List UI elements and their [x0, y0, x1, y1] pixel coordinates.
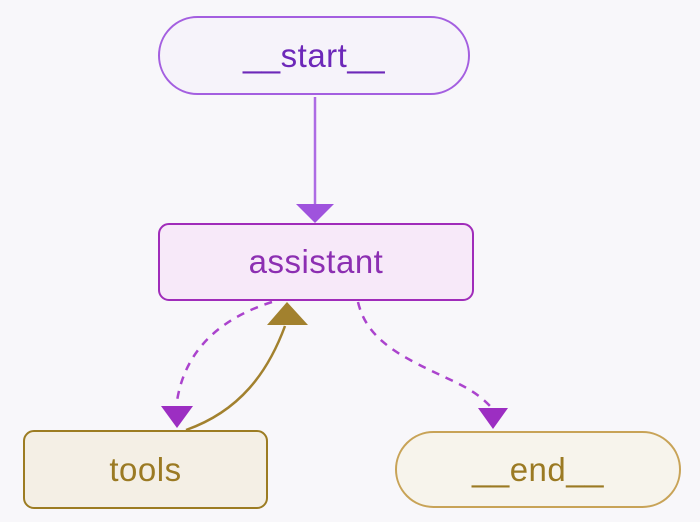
node-assistant-label: assistant — [248, 243, 384, 280]
arrowhead-assistant-end — [478, 408, 508, 429]
node-assistant: assistant — [158, 223, 474, 301]
arrowhead-tools-assistant — [267, 302, 308, 325]
arrowhead-start-assistant — [296, 204, 334, 223]
node-start-label: __start__ — [242, 36, 386, 74]
edge-tools-assistant — [185, 325, 287, 432]
edge-assistant-tools — [175, 300, 273, 402]
edge-assistant-end — [356, 301, 491, 407]
arrowhead-assistant-tools — [161, 406, 193, 428]
node-tools: tools — [23, 430, 268, 509]
node-end: __end__ — [395, 431, 681, 508]
node-tools-label: tools — [109, 450, 182, 488]
node-start: __start__ — [158, 16, 470, 95]
node-end-label: __end__ — [472, 450, 604, 488]
